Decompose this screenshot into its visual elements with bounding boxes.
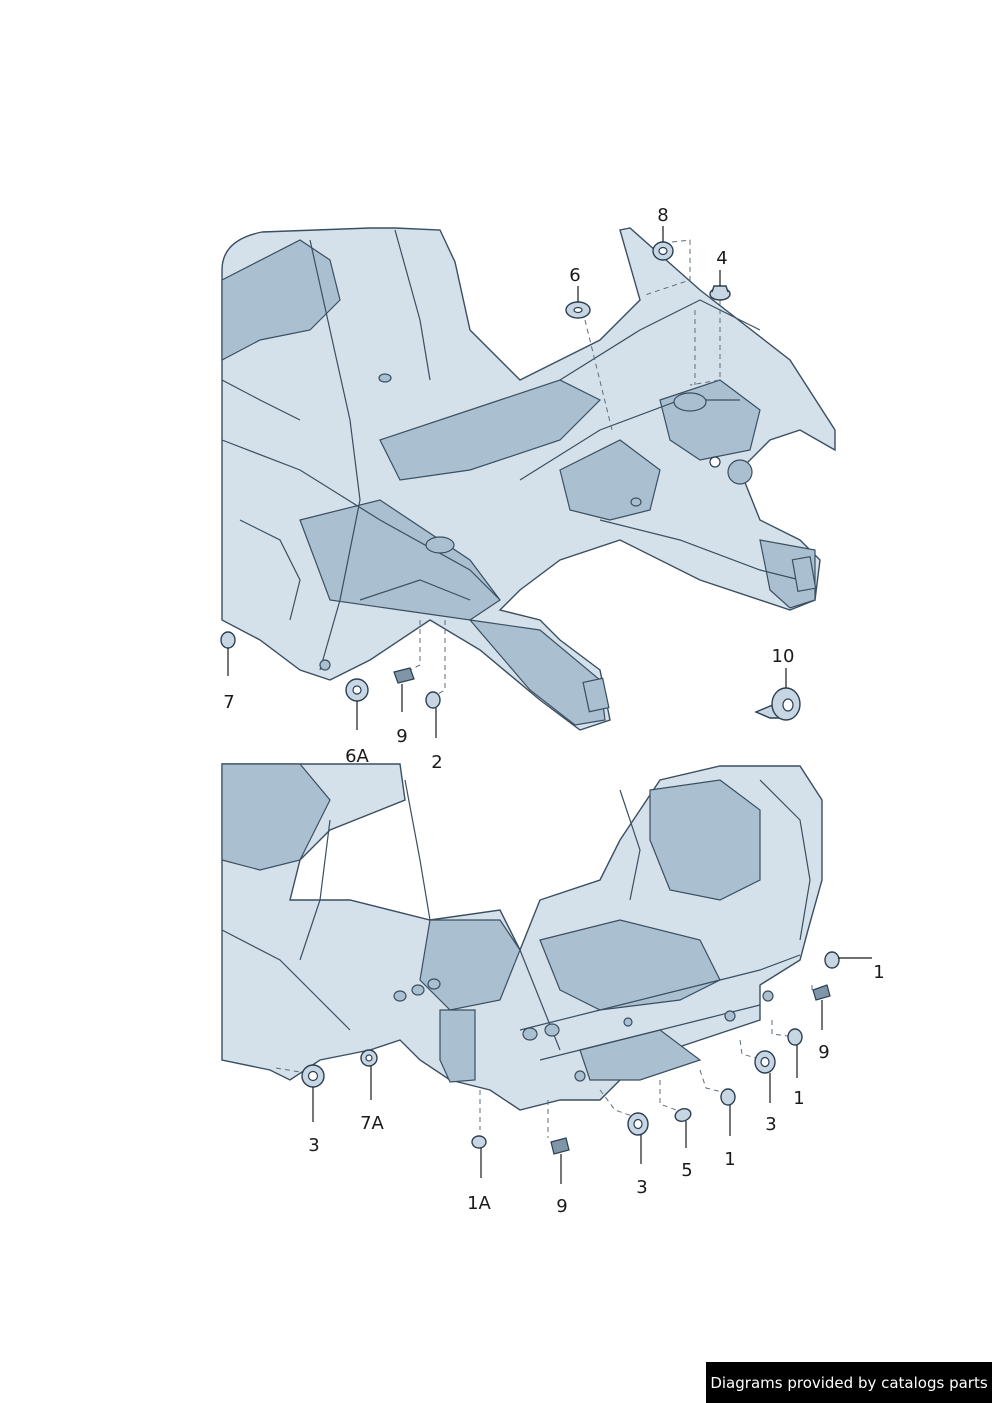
part-6a-grommet: [345, 678, 369, 730]
callout-6a: 6A: [345, 746, 369, 767]
callout-9-upper: 9: [396, 726, 407, 747]
part-8-grommet: [652, 226, 674, 261]
callout-2: 2: [431, 752, 442, 773]
part-7-plug: [220, 631, 236, 676]
part-9-pad-right: [812, 984, 831, 1030]
lower-dash-lines: [275, 985, 813, 1138]
callout-1-right: 1: [873, 962, 884, 983]
part-9-pad-upper: [393, 667, 415, 712]
callout-8: 8: [657, 205, 668, 226]
callout-5: 5: [681, 1160, 692, 1181]
callout-1a: 1A: [467, 1193, 491, 1214]
part-3-grommet-bottom: [627, 1112, 649, 1164]
part-1-plug-right: [824, 951, 872, 969]
callout-10: 10: [772, 646, 795, 667]
part-1a-clip: [471, 1135, 487, 1178]
callout-9-lower: 9: [556, 1196, 567, 1217]
rear-underbody-illustration: [221, 763, 823, 1111]
part-1-plug-c: [720, 1088, 736, 1136]
callout-7: 7: [223, 692, 234, 713]
part-4-plug: [709, 270, 731, 301]
part-3-grommet-left: [301, 1064, 325, 1122]
callout-labels: 8 6 4 10 7 6A 9 2 1 9 1 3 3 7A 1A 9 3 5 …: [223, 205, 884, 1217]
part-3-grommet-right: [754, 1050, 776, 1103]
callout-3-left: 3: [308, 1135, 319, 1156]
part-9-pad-lower: [550, 1137, 570, 1184]
callout-9-right: 9: [818, 1042, 829, 1063]
part-1-plug-b: [787, 1028, 803, 1078]
attribution-footer: Diagrams provided by catalogs parts: [706, 1362, 992, 1403]
callout-3-bottom: 3: [636, 1177, 647, 1198]
callout-6: 6: [569, 265, 580, 286]
callout-7a: 7A: [360, 1113, 384, 1134]
upper-dash-lines: [409, 239, 721, 696]
attribution-text: Diagrams provided by catalogs parts: [710, 1373, 988, 1392]
part-5-plug: [674, 1108, 692, 1148]
part-10-tape-roll: [754, 668, 801, 721]
part-7a-grommet: [360, 1049, 378, 1100]
callout-4: 4: [716, 248, 727, 269]
front-underbody-illustration: [221, 227, 836, 731]
callout-1-c: 1: [724, 1149, 735, 1170]
callout-1-b: 1: [793, 1088, 804, 1109]
callout-3-right: 3: [765, 1114, 776, 1135]
part-2-plug: [425, 691, 441, 738]
part-6-grommet: [565, 286, 591, 319]
